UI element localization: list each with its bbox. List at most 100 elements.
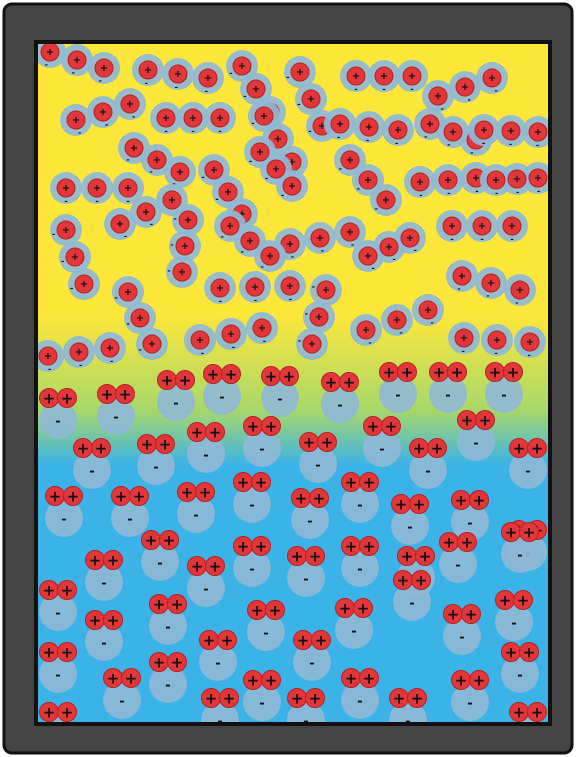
positive-mark: +: [184, 215, 192, 226]
negative-mark: -: [407, 521, 412, 536]
positive-mark: +: [507, 364, 520, 382]
positive-mark: +: [413, 440, 426, 458]
negative-mark: -: [467, 95, 470, 104]
positive-mark: +: [223, 690, 236, 708]
positive-mark: +: [43, 704, 56, 722]
positive-mark: +: [534, 173, 542, 184]
negative-mark: -: [399, 328, 402, 337]
positive-mark: +: [286, 239, 294, 250]
negative-mark: -: [149, 167, 152, 176]
negative-mark: -: [517, 549, 522, 564]
ion-pair: -++: [291, 489, 329, 540]
positive-mark: +: [473, 492, 486, 510]
positive-mark: +: [478, 221, 486, 232]
negative-mark: -: [277, 393, 282, 408]
positive-mark: +: [258, 323, 266, 334]
negative-mark: -: [127, 513, 132, 528]
negative-mark: -: [462, 346, 465, 355]
negative-mark: -: [457, 284, 460, 293]
ion-pair: -++: [293, 631, 331, 682]
positive-mark: +: [517, 592, 530, 610]
positive-mark: +: [73, 55, 81, 66]
negative-mark: -: [215, 657, 220, 672]
ion-pair: -++: [233, 473, 271, 524]
ion-pair: -++: [149, 595, 187, 646]
negative-mark: -: [425, 465, 430, 480]
molecule-chain: -+-+-+: [204, 270, 306, 305]
negative-mark: -: [357, 184, 360, 193]
ion-pair: -++: [243, 671, 281, 722]
positive-mark: +: [465, 606, 478, 624]
positive-mark: +: [136, 313, 144, 324]
positive-mark: +: [107, 670, 120, 688]
positive-mark: +: [181, 241, 189, 252]
positive-mark: +: [207, 366, 220, 384]
negative-mark: -: [447, 188, 450, 197]
positive-mark: +: [153, 654, 166, 672]
positive-mark: +: [62, 183, 70, 194]
positive-mark: +: [395, 496, 408, 514]
molecule-chain: -+-+-+: [50, 172, 144, 206]
positive-mark: +: [93, 183, 101, 194]
negative-mark: -: [480, 235, 483, 244]
negative-mark: -: [261, 262, 264, 271]
positive-mark: +: [526, 337, 534, 348]
ion-pair: -++: [509, 439, 547, 490]
positive-mark: +: [43, 644, 56, 662]
negative-mark: -: [105, 120, 108, 129]
negative-mark: -: [263, 336, 266, 345]
negative-mark: -: [321, 246, 324, 255]
negative-mark: -: [259, 443, 264, 458]
ion-pair: -++: [243, 417, 281, 468]
positive-mark: +: [49, 488, 62, 506]
negative-mark: -: [78, 128, 81, 137]
negative-mark: -: [395, 138, 398, 147]
ion-pair: -++: [73, 439, 111, 490]
positive-mark: +: [434, 91, 442, 102]
negative-mark: -: [205, 86, 208, 95]
positive-mark: +: [303, 434, 316, 452]
negative-mark: -: [450, 235, 453, 244]
positive-mark: +: [363, 474, 376, 492]
positive-mark: +: [321, 434, 334, 452]
positive-mark: +: [115, 488, 128, 506]
negative-mark: -: [153, 461, 158, 476]
positive-mark: +: [124, 287, 132, 298]
positive-mark: +: [153, 596, 166, 614]
negative-mark: -: [308, 126, 311, 135]
positive-mark: +: [461, 412, 474, 430]
negative-mark: -: [351, 625, 356, 640]
negative-mark: -: [511, 617, 516, 632]
negative-mark: -: [337, 132, 340, 141]
positive-mark: +: [489, 364, 502, 382]
positive-mark: +: [493, 335, 501, 346]
negative-mark: -: [486, 291, 489, 300]
positive-mark: +: [492, 175, 500, 186]
positive-mark: +: [162, 113, 170, 124]
negative-mark: -: [410, 85, 413, 94]
ion-pair: -++: [177, 483, 215, 534]
positive-mark: +: [397, 572, 410, 590]
positive-mark: +: [142, 207, 150, 218]
positive-mark: +: [89, 612, 102, 630]
negative-mark: -: [55, 415, 60, 430]
positive-mark: +: [61, 582, 74, 600]
positive-mark: +: [345, 538, 358, 556]
positive-mark: +: [126, 99, 134, 110]
ion-pair: -++: [39, 389, 77, 440]
positive-mark: +: [385, 418, 398, 436]
negative-mark: -: [509, 139, 512, 148]
negative-mark: -: [297, 99, 300, 108]
positive-mark: +: [225, 366, 238, 384]
positive-mark: +: [255, 538, 268, 556]
positive-mark: +: [227, 329, 235, 340]
ion-pair: -++: [45, 487, 83, 538]
positive-mark: +: [516, 285, 524, 296]
negative-mark: -: [249, 499, 254, 514]
ion-pair: -++: [157, 371, 195, 422]
negative-mark: -: [126, 155, 129, 164]
positive-mark: +: [513, 440, 526, 458]
positive-mark: +: [364, 175, 372, 186]
negative-mark: -: [368, 338, 371, 347]
positive-mark: +: [61, 704, 74, 722]
